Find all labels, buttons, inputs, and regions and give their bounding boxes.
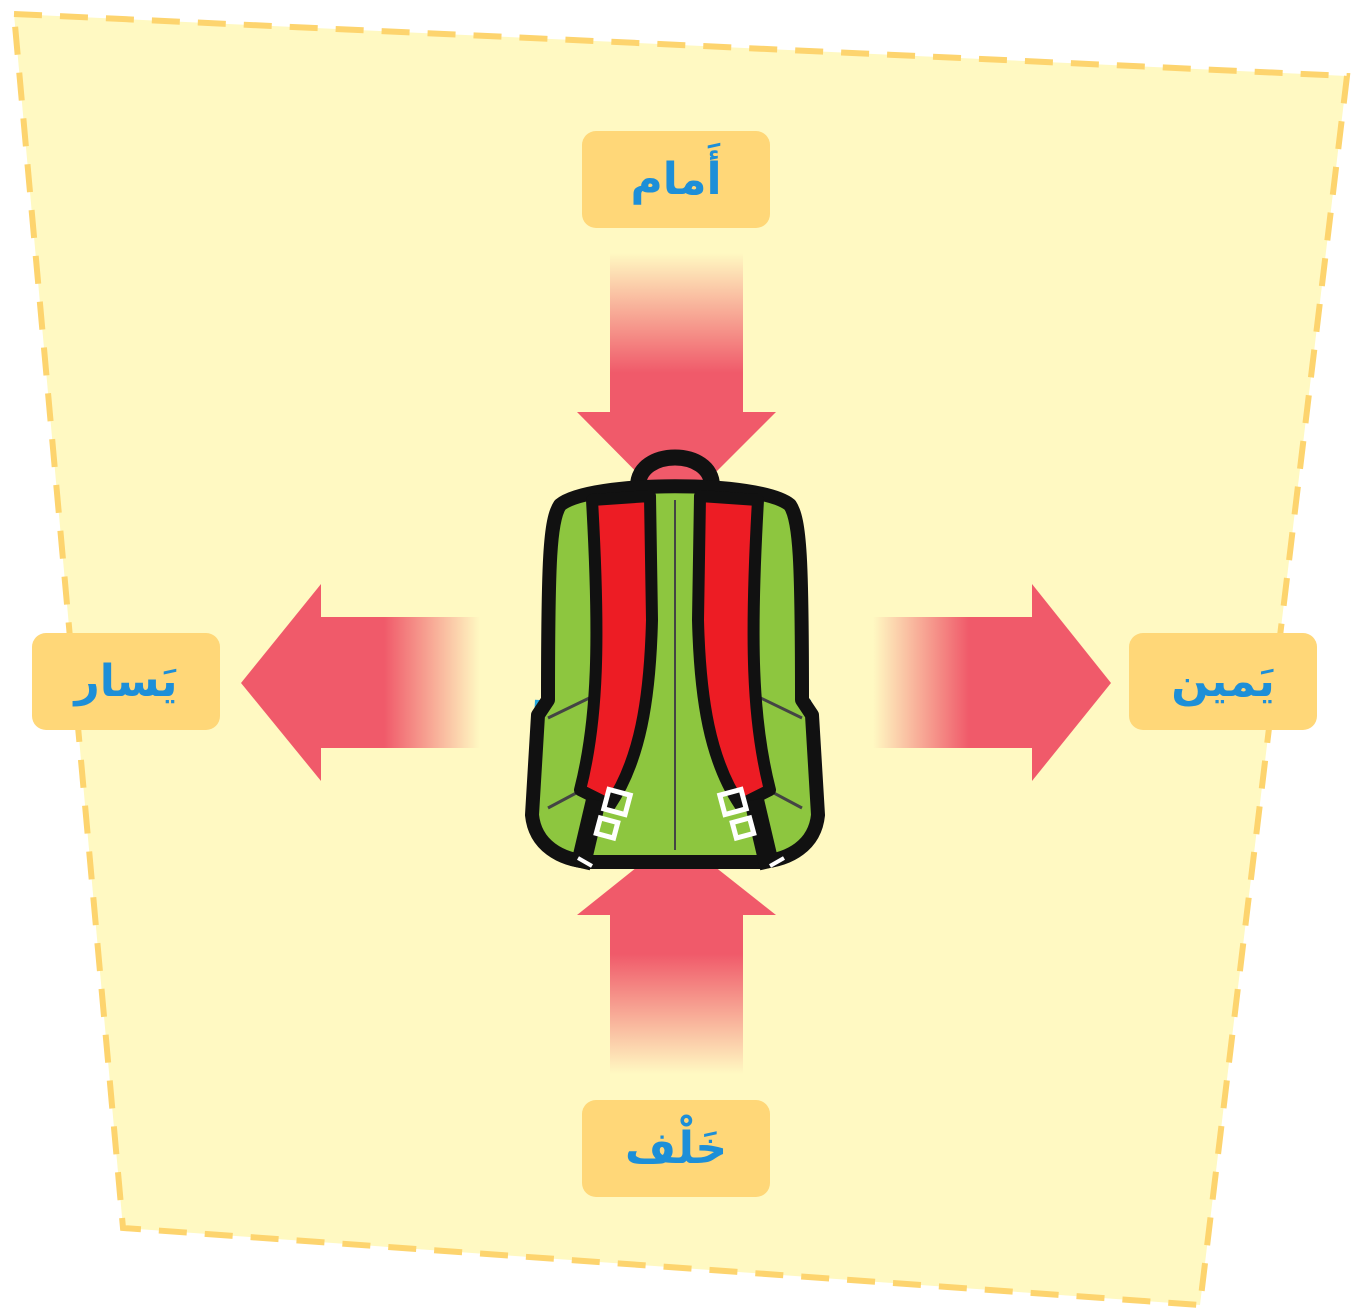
label-right-text: يَمين: [1171, 660, 1275, 704]
backpack-icon: [532, 458, 818, 869]
label-front-text: أَمام: [630, 158, 721, 202]
label-left-text: يَسار: [74, 660, 177, 704]
label-left: يَسار: [32, 633, 220, 730]
label-right: يَمين: [1129, 633, 1317, 730]
label-front: أَمام: [582, 131, 770, 228]
label-back-text: خَلْف: [625, 1127, 727, 1171]
label-back: خَلْف: [582, 1100, 770, 1197]
